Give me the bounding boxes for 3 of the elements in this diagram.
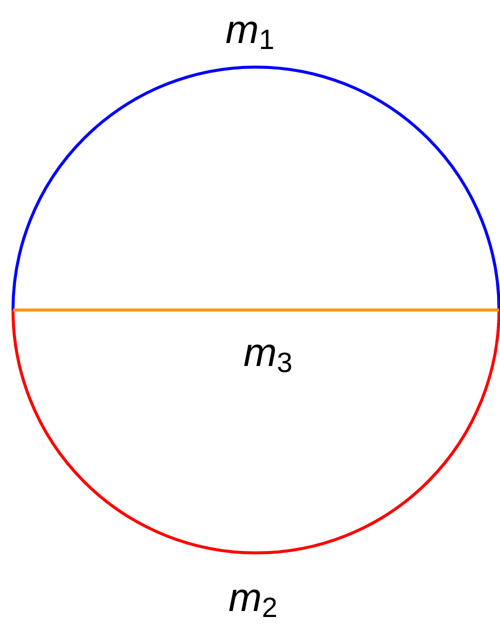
mass-label: m$_{2}$ xyxy=(228,578,278,618)
mass-label: m$_{1}$ xyxy=(226,10,274,50)
mass-label: m$_{3}$ xyxy=(244,333,292,373)
